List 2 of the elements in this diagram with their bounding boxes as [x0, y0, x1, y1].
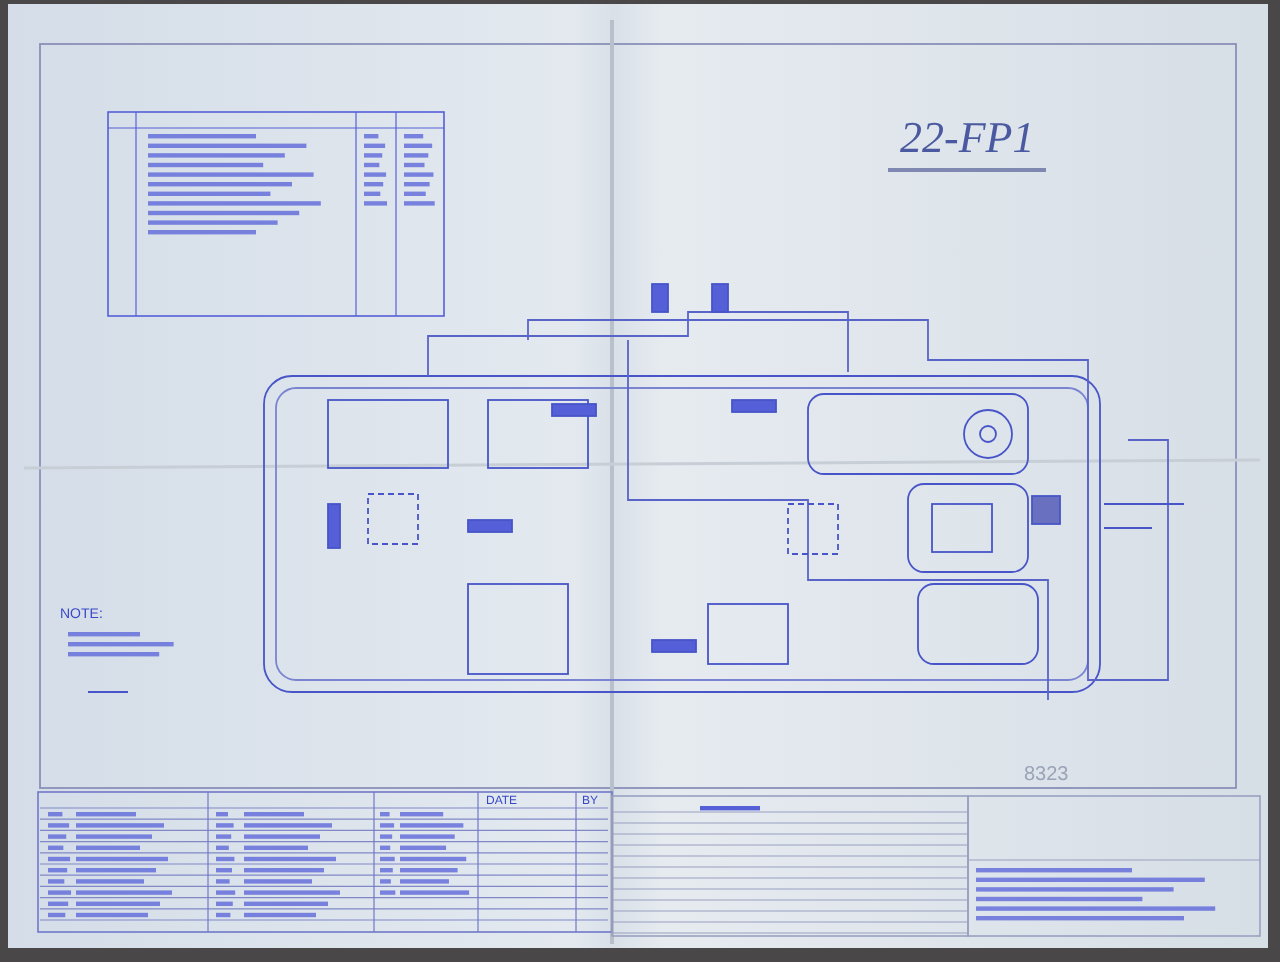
drawing-title: 22-FP1: [888, 112, 1047, 172]
blueprint-label: 8323: [1024, 764, 1069, 786]
